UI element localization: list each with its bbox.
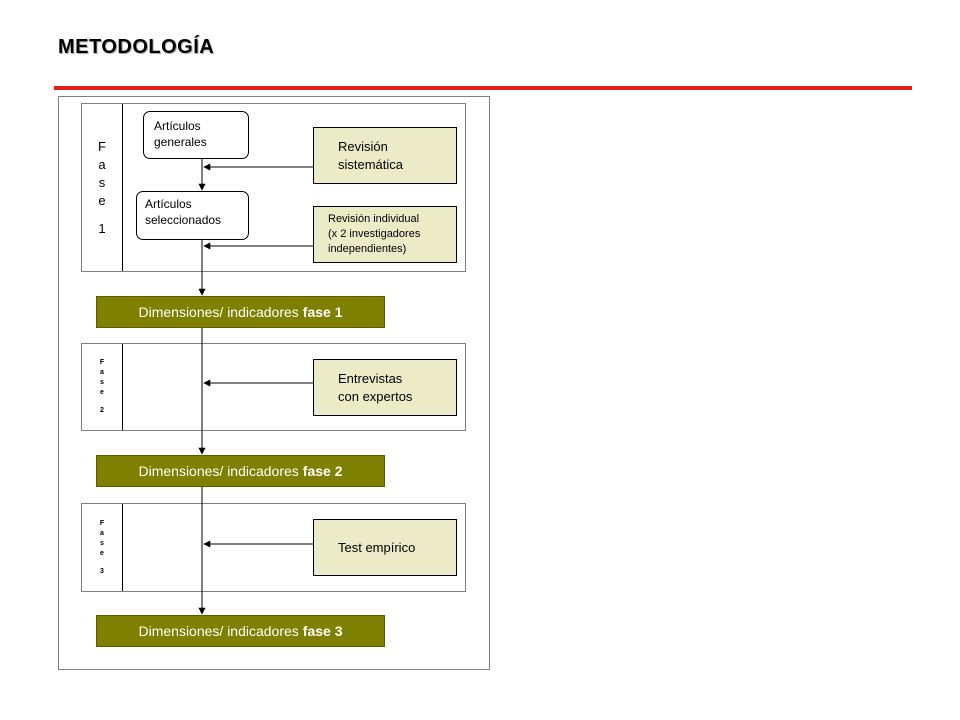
articulos-seleccionados-box: Artículos seleccionados (136, 191, 249, 240)
box-line: Revisión (338, 138, 388, 154)
box-line: seleccionados (145, 213, 222, 227)
phase-label-char: s (100, 379, 104, 386)
phase-label-char: e (100, 389, 104, 396)
result-bar-fase-2: Dimensiones/ indicadores fase 2 (96, 455, 385, 487)
phase-label-char: F (98, 138, 106, 154)
phase-label-char: a (98, 156, 106, 172)
phase-label-char: F (99, 359, 105, 366)
result-bar-text: Dimensiones/ indicadores (138, 304, 299, 320)
box-line: Artículos (145, 197, 192, 211)
phase-label-char: 1 (98, 220, 106, 236)
revision-individual-box: Revisión individual (x 2 investigadores … (313, 206, 457, 263)
phase-label-char: a (100, 529, 104, 537)
box-line: Revisión individual (328, 213, 420, 225)
articulos-generales-box: Artículos generales (143, 111, 249, 159)
phase-label-char: e (98, 192, 106, 208)
box-line: Entrevistas (338, 370, 403, 386)
entrevistas-expertos-box: Entrevistas con expertos (313, 359, 457, 416)
phase-1-label: F a s e 1 (82, 104, 123, 271)
result-bar-text: Dimensiones/ indicadores (138, 623, 299, 639)
phase-label-char: 3 (100, 567, 104, 575)
page-title: METODOLOGÍA (58, 36, 215, 58)
phase-2-label: F a s e 2 (82, 344, 123, 430)
box-line: con expertos (338, 388, 413, 404)
box-line: Artículos (154, 119, 201, 133)
box-line: generales (154, 135, 207, 149)
box-line: Test empírico (338, 539, 416, 555)
result-bar-phase: fase 2 (302, 463, 343, 479)
phase-label-char: s (98, 174, 106, 190)
box-line: independientes) (328, 243, 407, 255)
result-bar-text: Dimensiones/ indicadores (138, 463, 299, 479)
result-bar-phase: fase 1 (302, 304, 343, 320)
title-divider (54, 86, 912, 90)
result-bar-fase-1: Dimensiones/ indicadores fase 1 (96, 296, 385, 328)
phase-3-label: F a s e 3 (82, 504, 123, 591)
test-empirico-box: Test empírico (313, 519, 457, 576)
result-bar-phase: fase 3 (302, 623, 343, 639)
diagram-frame (58, 96, 490, 670)
phase-label-char: s (100, 539, 104, 547)
result-bar-fase-3: Dimensiones/ indicadores fase 3 (96, 615, 385, 647)
box-line: (x 2 investigadores (328, 228, 421, 240)
phase-label-char: a (100, 369, 104, 376)
box-line: sistemática (338, 156, 404, 172)
phase-label-char: 2 (100, 407, 104, 414)
phase-label-char: e (100, 549, 104, 557)
revision-sistematica-box: Revisión sistemática (313, 127, 457, 184)
phase-label-char: F (99, 519, 105, 527)
